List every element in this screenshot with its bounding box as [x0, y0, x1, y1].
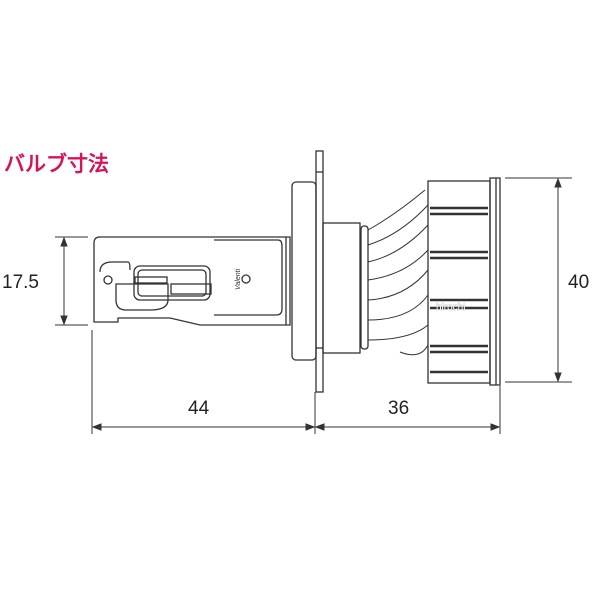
heatsink-body — [427, 177, 501, 386]
dimension-lines — [55, 177, 572, 434]
dimension-label-heatsink-length: 36 — [388, 398, 410, 419]
bulb-connector: Valenti — [93, 236, 291, 326]
heatsink-fins — [367, 189, 429, 356]
dimension-label-connector-height: 17.5 — [2, 272, 39, 293]
diagram-title: バルブ寸法 — [4, 152, 109, 176]
svg-text:Valenti: Valenti — [235, 268, 242, 290]
watermark: hirochi — [436, 302, 466, 313]
dimension-label-heatsink-diameter: 40 — [568, 272, 590, 293]
dimension-label-base-length: 44 — [188, 398, 210, 419]
bulb-base — [291, 150, 369, 393]
